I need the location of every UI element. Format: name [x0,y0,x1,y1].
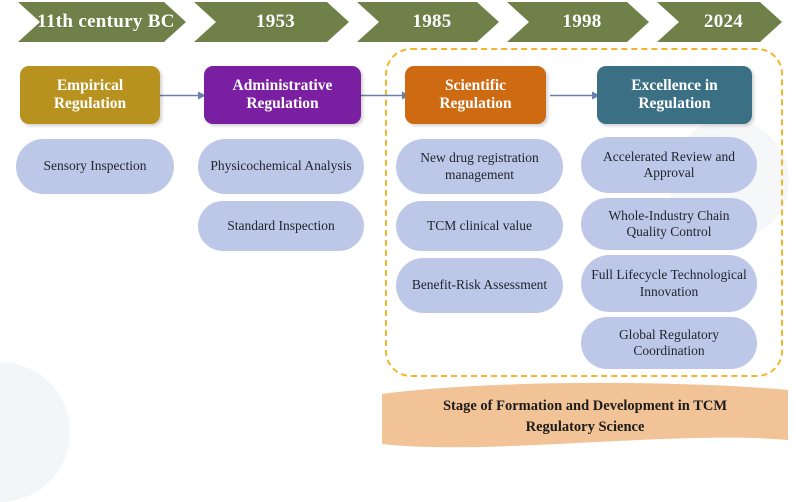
stage-box-excellence-in-regulation[interactable]: Excellence in Regulation [597,66,752,124]
timeline-arrow-banner: 11th century BC 1953 1985 1998 2024 [0,2,799,42]
chevron-segment-5 [657,2,782,42]
item-pill-standard-inspection[interactable]: Standard Inspection [198,201,364,251]
chevron-segment-3 [357,2,499,42]
timeline-chevrons-svg [18,2,782,42]
item-pill-label: Global Regulatory Coordination [618,326,720,358]
item-pill-label: Full Lifecycle Technological Innovation [591,267,747,299]
item-pill-global-regulatory-coordination[interactable]: Global Regulatory Coordination [581,317,757,369]
item-pill-sensory-inspection[interactable]: Sensory Inspection [16,139,174,194]
caption-ribbon-shape [382,382,788,448]
item-pill-benefit-risk-assessment[interactable]: Benefit-Risk Assessment [396,258,563,313]
stage-label-line1: Excellence in [631,76,718,94]
chevron-segment-2 [194,2,349,42]
item-pill-full-lifecycle-technological-innovation[interactable]: Full Lifecycle Technological Innovation [581,255,757,312]
item-pill-accelerated-review-and-approval[interactable]: Accelerated Review and Approval [581,137,757,193]
stage-box-scientific-regulation[interactable]: Scientific Regulation [405,66,546,124]
connector-arrow-2 [360,91,410,100]
caption-ribbon-text: Stage of Formation and Development in TC… [378,396,792,438]
highlight-dashed-region [385,48,783,377]
item-pill-label: Sensory Inspection [43,158,147,174]
item-pill-label: Physicochemical Analysis [210,158,352,174]
item-pill-physicochemical-analysis[interactable]: Physicochemical Analysis [198,139,364,194]
item-pill-label: Standard Inspection [227,217,335,233]
stage-box-empirical-regulation[interactable]: Empirical Regulation [20,66,160,124]
item-pill-label: New drug registration management [420,150,539,182]
chevron-segment-1 [18,2,186,42]
timeline-label-4: 1998 [507,2,649,42]
connector-arrow-1 [160,91,206,100]
decorative-circle-bottom-left [0,362,70,502]
stage-box-administrative-regulation[interactable]: Administrative Regulation [204,66,361,124]
item-pill-label: Benefit-Risk Assessment [411,277,548,293]
stage-label-line1: Administrative [232,76,333,94]
timeline-label-3: 1985 [357,2,499,42]
timeline-label-1: 11th century BC [18,2,186,42]
stage-label-line2: Regulation [439,95,512,112]
stage-label-line2: Regulation [53,95,127,112]
stage-box-excellence-in-regulation-label: Excellence in Regulation [631,77,718,114]
item-pill-label: Accelerated Review and Approval [603,148,735,180]
timeline-label-5: 2024 [657,2,782,42]
timeline-label-1-text: 11th century BC [37,11,175,32]
item-pill-tcm-clinical-value[interactable]: TCM clinical value [396,201,563,251]
caption-line-2: Regulatory Science [525,419,645,436]
caption-line-1: Stage of Formation and Development in TC… [442,398,728,414]
timeline-label-4-text: 1998 [562,11,602,32]
stage-box-empirical-regulation-label: Empirical Regulation [54,77,126,114]
stage-box-administrative-regulation-label: Administrative Regulation [233,77,333,114]
chevron-segment-4 [507,2,649,42]
timeline-label-2: 1953 [194,2,349,42]
item-pill-label: TCM clinical value [427,217,532,233]
connector-arrow-3 [550,91,600,100]
stage-label-line2: Regulation [246,95,319,112]
item-pill-whole-industry-chain-quality-control[interactable]: Whole-Industry Chain Quality Control [581,198,757,250]
timeline-label-5-text: 2024 [703,11,744,32]
caption-ribbon: Stage of Formation and Development in TC… [378,382,792,454]
timeline-label-2-text: 1953 [255,11,296,32]
item-pill-label: Whole-Industry Chain Quality Control [608,207,730,239]
item-pill-new-drug-registration-management[interactable]: New drug registration management [396,139,563,194]
stage-label-line2: Regulation [638,95,711,112]
stage-label-line1: Scientific [444,76,507,94]
timeline-label-3-text: 1985 [412,11,452,32]
stage-box-scientific-regulation-label: Scientific Regulation [439,77,511,114]
stage-label-line1: Empirical [56,76,124,94]
